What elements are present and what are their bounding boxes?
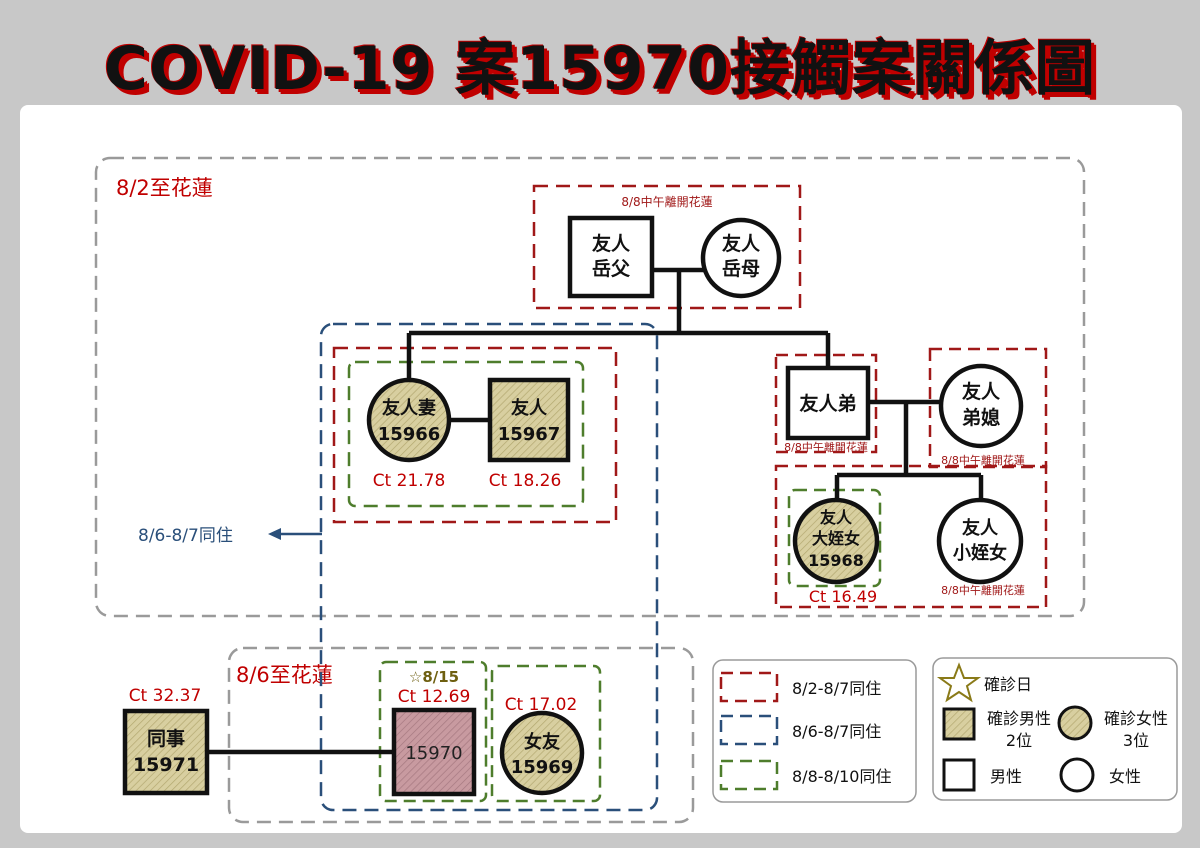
svg-text:15969: 15969 (511, 757, 574, 778)
legend-blue-label: 8/6-8/7同住 (792, 722, 881, 741)
svg-text:友人: 友人 (722, 232, 761, 255)
blue-cohabit-box (319, 322, 659, 812)
green-box-index-case (378, 660, 488, 803)
leave-label-niece: 8/8中午離開花蓮 (941, 583, 1025, 597)
ct-girlfriend: Ct 17.02 (505, 695, 578, 715)
ct-elder-niece: Ct 16.49 (809, 587, 877, 606)
ct-index-case: Ct 12.69 (398, 687, 471, 707)
legend-lines-box (712, 659, 917, 803)
legend-blue-sample (719, 714, 779, 746)
green-box-wife-friend (347, 360, 585, 508)
svg-text:友人: 友人 (962, 380, 1001, 403)
svg-text:女友: 女友 (524, 731, 560, 753)
ct-wife: Ct 21.78 (373, 471, 446, 491)
svg-text:同事: 同事 (147, 727, 185, 750)
person-girlfriend-15969: 女友 15969 (499, 710, 585, 796)
leave-label-sister-in-law: 8/8中午離開花蓮 (941, 453, 1025, 467)
svg-text:15968: 15968 (808, 551, 864, 570)
legend-confirmed-male-label-2: 2位 (1006, 731, 1032, 750)
confirm-date-index: ☆8/15 (409, 668, 459, 686)
svg-text:15967: 15967 (498, 424, 561, 445)
legend-confirm-date-label: 確診日 (984, 675, 1032, 694)
svg-text:大姪女: 大姪女 (812, 529, 860, 548)
person-friend-15967: 友人 15967 (487, 377, 571, 463)
legend-male-icon (942, 758, 976, 792)
svg-text:友人: 友人 (511, 397, 548, 419)
legend-green-sample (719, 759, 779, 791)
green-box-girlfriend (490, 664, 602, 803)
svg-text:岳母: 岳母 (722, 258, 760, 280)
person-younger-niece: 友人 小姪女 (936, 497, 1024, 585)
star-icon (936, 662, 982, 703)
person-elder-niece-15968: 友人 大姪女 15968 (792, 497, 880, 585)
leave-label-top: 8/8中午離開花蓮 (621, 194, 712, 209)
svg-text:友人: 友人 (592, 232, 631, 255)
legend-red-label: 8/2-8/7同住 (792, 679, 881, 698)
legend-confirmed-male-icon (942, 707, 976, 741)
group-box-hualien-86 (227, 646, 695, 824)
group-label-hualien-86: 8/6至花蓮 (236, 663, 333, 687)
relationship-lines (208, 267, 984, 755)
legend-confirmed-female-label-2: 3位 (1123, 731, 1149, 750)
svg-text:友人: 友人 (820, 508, 853, 527)
legend-confirmed-female-icon (1057, 705, 1093, 741)
svg-text:弟媳: 弟媳 (962, 406, 1000, 429)
group-label-hualien-82: 8/2至花蓮 (116, 176, 213, 200)
person-index-case-15970: 15970 (391, 707, 477, 797)
person-brother: 友人弟 (785, 365, 871, 441)
svg-text:友人妻: 友人妻 (382, 397, 436, 419)
ct-colleague: Ct 32.37 (129, 686, 202, 706)
legend-female-label: 女性 (1109, 767, 1141, 786)
svg-text:15966: 15966 (378, 424, 441, 445)
legend-red-sample (719, 671, 779, 703)
person-wife-15966: 友人妻 15966 (366, 377, 452, 463)
person-colleague-15971: 同事 15971 (122, 708, 210, 796)
svg-text:友人: 友人 (962, 517, 999, 539)
person-mother-in-law: 友人 岳母 (700, 217, 782, 299)
person-sister-in-law: 友人 弟媳 (938, 363, 1024, 449)
legend-confirmed-female-label-1: 確診女性 (1104, 709, 1168, 728)
svg-text:友人弟: 友人弟 (799, 392, 856, 415)
green-box-elder-niece (787, 488, 882, 588)
legend-green-label: 8/8-8/10同住 (792, 767, 891, 786)
svg-text:15971: 15971 (133, 754, 199, 776)
leave-label-brother: 8/8中午離開花蓮 (784, 440, 868, 454)
legend-symbols-box (932, 657, 1178, 801)
ct-friend: Ct 18.26 (489, 471, 562, 491)
person-father-in-law: 友人 岳父 (567, 215, 655, 299)
cohabit-arrow-head (268, 528, 281, 540)
legend-female-icon (1059, 757, 1095, 793)
svg-text:小姪女: 小姪女 (953, 542, 1007, 564)
red-box-wife-friend (332, 346, 618, 524)
red-box-nieces (774, 464, 1048, 609)
page-title: COVID-19 案15970接觸案關係圖 (103, 34, 1097, 104)
cohabit-label: 8/6-8/7同住 (138, 526, 233, 546)
svg-text:15970: 15970 (405, 743, 462, 764)
legend-confirmed-male-label-1: 確診男性 (987, 709, 1051, 728)
legend-male-label: 男性 (990, 767, 1022, 786)
red-box-parents (532, 184, 802, 310)
group-box-hualien-82 (94, 156, 1086, 618)
svg-text:岳父: 岳父 (592, 258, 631, 280)
